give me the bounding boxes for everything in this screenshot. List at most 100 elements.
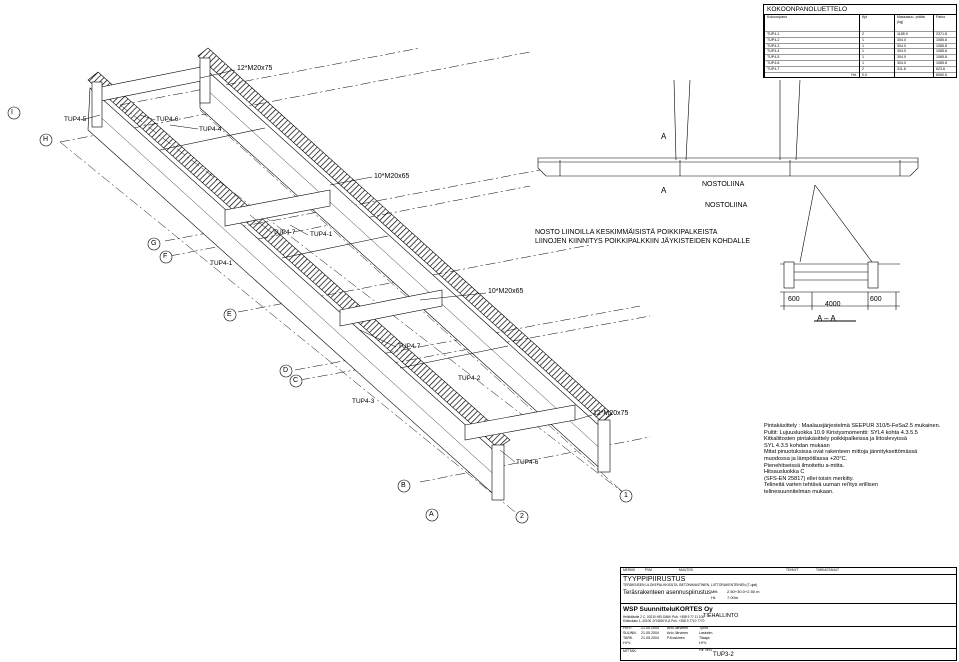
section-mark: A — [661, 186, 667, 195]
hl-value: 7.00m — [727, 595, 739, 600]
sign-role: SUUNN. — [623, 631, 637, 635]
table-header: Paino — [933, 15, 956, 32]
sling-label: NOSTOLIINA — [702, 181, 745, 188]
table-cell: 304.0 — [894, 42, 934, 49]
bolt-label: 12*M20x75 — [237, 65, 273, 72]
section-title: A – A — [817, 314, 836, 323]
note-line: Telineitä varten tehtävä uuman rei'itys … — [764, 482, 878, 489]
note-line: Pintakäsittely : Maalausjärjestelmä SEEP… — [764, 423, 941, 429]
table-total-row: Yht.0.0 8060.6 — [764, 71, 956, 78]
part-label: TUP4-7 — [273, 229, 296, 236]
table-cell: 304.0 — [894, 36, 934, 44]
total-qty: 0.0 — [859, 71, 895, 78]
sign-date: 21.05.2004 — [641, 636, 659, 640]
sign-role: PIIRT. — [623, 626, 633, 630]
grid-label: 2 — [520, 513, 524, 520]
company-address: Kirkkokatu 1, 40100 JYVÄSKYLÄ Puh. +358 … — [623, 619, 705, 623]
sign-date: 21.05.2004 — [641, 631, 659, 635]
table-cell: 1185.9 — [894, 31, 934, 38]
part-label: TUP4-3 — [352, 398, 375, 405]
dimension-label: 600 — [870, 296, 882, 303]
sign-role: TARK. — [623, 636, 634, 640]
sign-name: P.Koskinen — [667, 636, 685, 640]
grid-label: I — [11, 109, 13, 116]
table-cell: TUP4-3 — [764, 42, 860, 49]
drawing-type: TYYPPIPIIRUSTUS — [623, 576, 686, 583]
end-stiffeners — [91, 57, 611, 501]
grid-label: G — [151, 240, 157, 247]
bolt-label: 12*M20x75 — [593, 410, 629, 417]
part-label: TUP4-4 — [199, 126, 222, 133]
note-line: Kitkaliitosten pintakäsittely poikkipalk… — [764, 436, 908, 443]
table-cell: TUP4-7 — [764, 65, 860, 73]
table-cell: 623.6 — [933, 65, 956, 73]
company-address: Heikkiläntie 2 C, 00210 HELSINKI Puh. +3… — [623, 615, 705, 619]
part-label: TUP4-1 — [210, 260, 233, 267]
table-cell: 2 — [859, 31, 895, 38]
title-block: MERKKI PVM MUUTOS TEHNYT TARKASTANUT TYY… — [620, 567, 957, 661]
table-header: Kpl — [859, 15, 895, 32]
section-elevation — [537, 79, 919, 177]
hl-label: HL — [711, 595, 717, 600]
scale-value: 2.50+30.0+2.50 m — [727, 589, 760, 594]
table-cell: 1 — [859, 36, 895, 44]
note-line: SYL 4.3.5 kohdan mukaan — [764, 442, 830, 449]
grid-label: C — [293, 377, 299, 384]
parts-list-title: KOKOONPANOLUETTELO — [764, 5, 956, 15]
table-cell: 304.0 — [894, 60, 934, 67]
table-cell: 311.8 — [894, 65, 934, 73]
note-line: telinesuunnitelman mukaan. — [764, 488, 834, 495]
total-weight: 8060.6 — [933, 71, 956, 78]
right-label: Työnr. — [699, 626, 709, 630]
right-label: HYV. — [699, 641, 708, 645]
table-cell: 1 — [859, 42, 895, 49]
scale-label: Mitt. — [711, 589, 719, 594]
total-label: Yht. — [764, 71, 860, 78]
table-cell: 1085.8 — [933, 54, 956, 61]
note-line: (SFS-EN 25817) ellei toisin merkitty. — [764, 475, 854, 482]
grid-label: B — [401, 482, 406, 489]
bolt-label: 10*M20x65 — [374, 173, 410, 180]
table-cell: TUP4-6 — [764, 60, 860, 67]
part-label: TUP4-5 — [64, 116, 87, 123]
drawing-number: TUP3-2 — [713, 652, 734, 658]
rev-header: TARKASTANUT — [816, 568, 839, 572]
section-mark: A — [661, 132, 667, 141]
parts-table: Kokoonpano Kpl Massasuu- prätta (kg) Pai… — [764, 15, 956, 78]
table-cell: 1085.8 — [933, 36, 956, 44]
section-cut — [780, 184, 900, 322]
dimension-label: 600 — [788, 296, 800, 303]
part-label: TUP4-7 — [398, 343, 421, 350]
sling-label: NOSTOLIINA — [705, 202, 748, 209]
cross-beams — [95, 65, 576, 441]
scale-footer: MITTAK. — [623, 649, 637, 653]
part-label: TUP4-2 — [458, 375, 481, 382]
table-header-row: Kokoonpano Kpl Massasuu- prätta (kg) Pai… — [764, 15, 956, 32]
lifting-note: NOSTO LIINOILLA KESKIMMÄISISTÄ POIKKIPAL… — [535, 229, 718, 236]
bolt-label: 10*M20x65 — [488, 288, 524, 295]
grid-label: A — [429, 511, 434, 518]
sign-name: Arto Järvinen — [667, 626, 689, 630]
dimension-label: 4000 — [825, 301, 841, 308]
table-cell: TUP4-4 — [764, 48, 860, 55]
rev-header: TEHNYT — [786, 568, 799, 572]
grid-label: H — [43, 136, 49, 143]
drawing-name: Teräsrakenteen asennuspiirustus — [623, 590, 712, 596]
grid-label: 1 — [624, 492, 628, 499]
part-label: TUP4-1 — [310, 231, 333, 238]
rev-header: MUUTOS — [679, 568, 693, 572]
rev-header: PVM — [645, 568, 652, 572]
table-header: Massasuu- prätta (kg) — [894, 15, 934, 32]
parts-list: KOKOONPANOLUETTELO Kokoonpano Kpl Massas… — [763, 4, 957, 79]
leader-lines — [81, 69, 593, 463]
drawing-subtitle: TERÄKSISEN ULOKEPALKKISILTA, BETONIKANTI… — [623, 583, 758, 587]
right-label: Tilaaja — [699, 636, 710, 640]
table-cell: 304.0 — [894, 54, 934, 61]
